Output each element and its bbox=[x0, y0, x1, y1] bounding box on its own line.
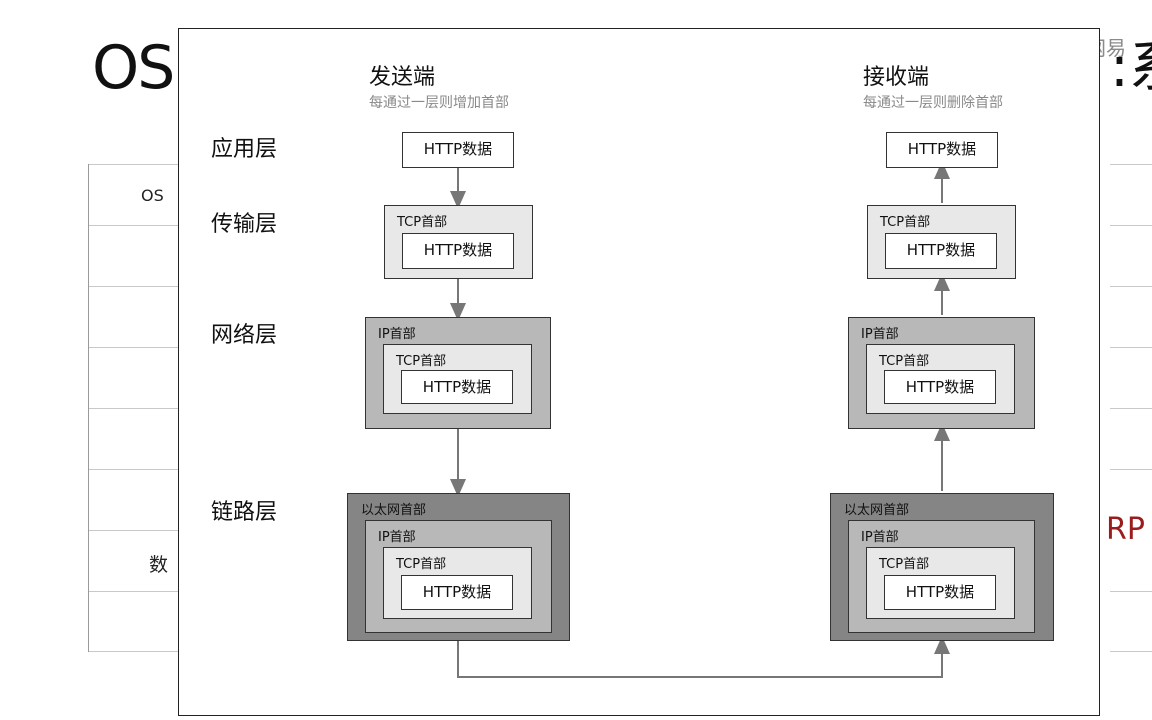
tcp-header-label: TCP首部 bbox=[880, 215, 931, 230]
tcp-header-label: TCP首部 bbox=[396, 354, 447, 369]
tcp-header-label: TCP首部 bbox=[879, 557, 930, 572]
http-data-box: HTTP数据 bbox=[402, 233, 514, 269]
sender-transport-packet: TCP首部 HTTP数据 bbox=[384, 205, 533, 279]
table-cell: 数 bbox=[149, 554, 169, 576]
sender-network-packet: IP首部 TCP首部 HTTP数据 bbox=[365, 317, 551, 429]
http-data-box: HTTP数据 bbox=[401, 370, 513, 404]
layer-label-application: 应用层 bbox=[211, 137, 278, 162]
ip-header-label: IP首部 bbox=[861, 327, 899, 342]
layer-label-transport: 传输层 bbox=[211, 212, 278, 237]
table-cell: OS bbox=[141, 186, 164, 205]
http-data-box: HTTP数据 bbox=[884, 575, 996, 610]
sender-app-http-data: HTTP数据 bbox=[402, 132, 514, 168]
tcp-segment: TCP首部 HTTP数据 bbox=[383, 547, 532, 619]
eth-header-label: 以太网首部 bbox=[361, 503, 427, 518]
receiver-network-packet: IP首部 TCP首部 HTTP数据 bbox=[848, 317, 1035, 429]
tcp-header-label: TCP首部 bbox=[397, 215, 448, 230]
highlight-text: RP bbox=[1106, 512, 1145, 547]
background-table: OS 数 bbox=[88, 164, 179, 652]
http-data-box: HTTP数据 bbox=[884, 370, 996, 404]
ip-header-label: IP首部 bbox=[378, 530, 416, 545]
ip-header-label: IP首部 bbox=[378, 327, 416, 342]
tcp-segment: TCP首部 HTTP数据 bbox=[866, 344, 1015, 414]
receiver-title: 接收端 bbox=[863, 65, 930, 90]
encapsulation-diagram: 发送端 每通过一层则增加首部 接收端 每通过一层则删除首部 应用层 传输层 网络… bbox=[178, 28, 1100, 716]
sender-subtitle: 每通过一层则增加首部 bbox=[369, 95, 509, 111]
ip-packet: IP首部 TCP首部 HTTP数据 bbox=[848, 520, 1035, 633]
receiver-subtitle: 每通过一层则删除首部 bbox=[863, 95, 1003, 111]
layer-label-link: 链路层 bbox=[211, 500, 278, 525]
tcp-segment: TCP首部 HTTP数据 bbox=[383, 344, 532, 414]
slide-title-fragment: OS bbox=[92, 33, 175, 103]
tcp-segment: TCP首部 HTTP数据 bbox=[866, 547, 1015, 619]
flow-arrows bbox=[450, 161, 950, 678]
tcp-header-label: TCP首部 bbox=[879, 354, 930, 369]
ip-packet: IP首部 TCP首部 HTTP数据 bbox=[365, 520, 552, 633]
receiver-transport-packet: TCP首部 HTTP数据 bbox=[867, 205, 1016, 279]
ip-header-label: IP首部 bbox=[861, 530, 899, 545]
layer-label-network: 网络层 bbox=[211, 323, 278, 348]
sender-title: 发送端 bbox=[369, 65, 436, 90]
receiver-app-http-data: HTTP数据 bbox=[886, 132, 998, 168]
sender-link-frame: 以太网首部 IP首部 TCP首部 HTTP数据 bbox=[347, 493, 570, 641]
tcp-header-label: TCP首部 bbox=[396, 557, 447, 572]
receiver-link-frame: 以太网首部 IP首部 TCP首部 HTTP数据 bbox=[830, 493, 1054, 641]
http-data-box: HTTP数据 bbox=[885, 233, 997, 269]
eth-header-label: 以太网首部 bbox=[844, 503, 910, 518]
slide-title-fragment-right: :系 bbox=[1110, 35, 1152, 100]
http-data-box: HTTP数据 bbox=[401, 575, 513, 610]
